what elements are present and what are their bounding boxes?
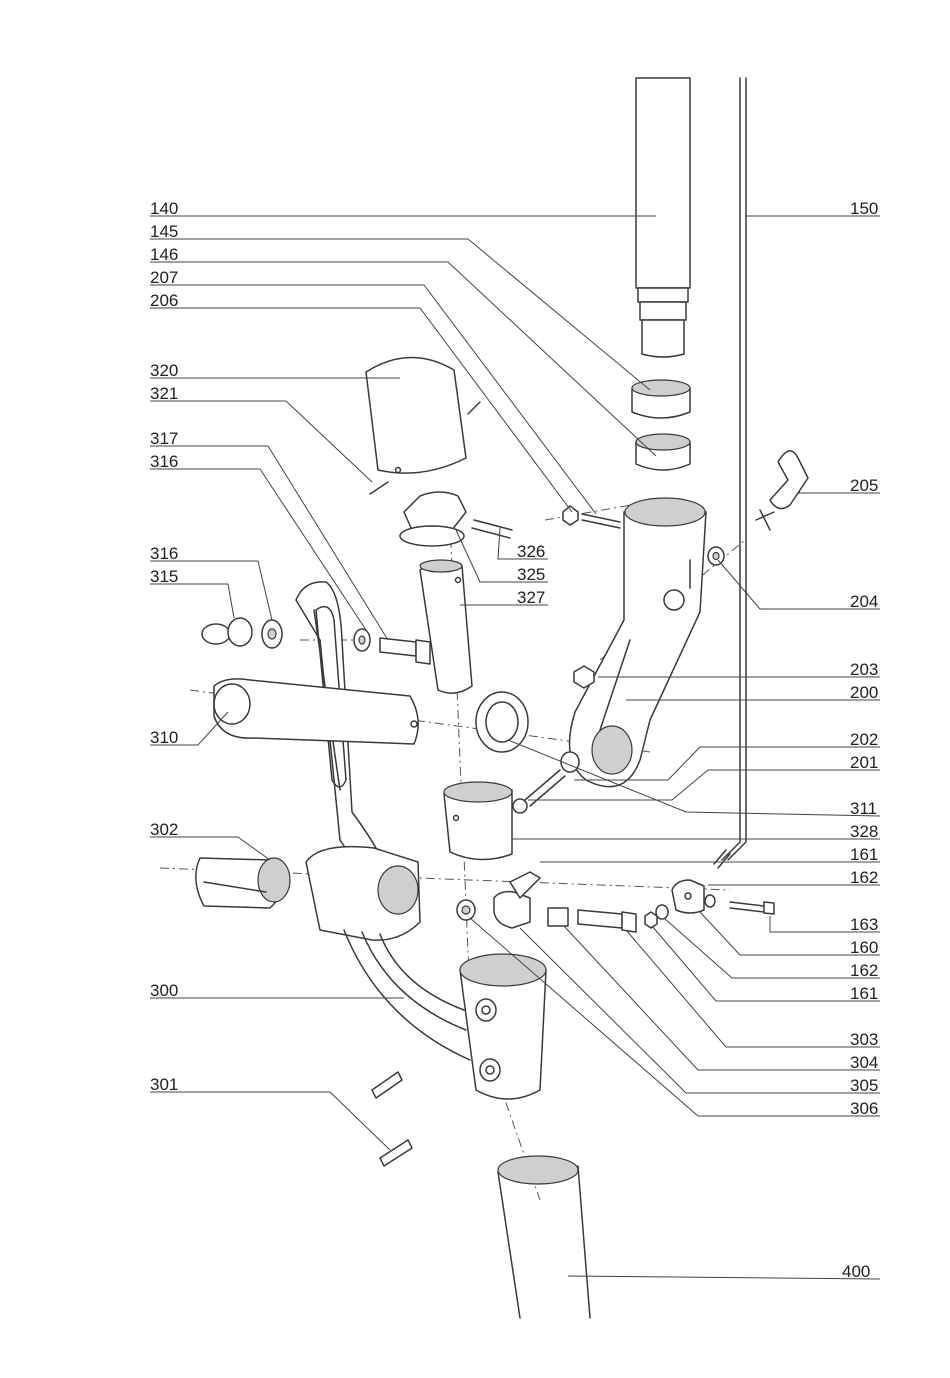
part-200-swivel-arm [570,498,706,787]
part-300-lower-socket [460,954,546,1099]
callout-320: 320 [150,361,178,380]
callout-205: 205 [850,476,878,495]
callout-325: 325 [517,565,545,584]
callout-140: 140 [150,199,178,218]
part-207-screw [582,514,620,528]
part-205-clamp-lever [756,451,808,530]
callout-145: 145 [150,222,178,241]
part-306-bushing [457,900,475,920]
callout-328: 328 [850,822,878,841]
part-301-setscrew [372,1072,412,1166]
callout-207: 207 [150,268,178,287]
callout-161-b: 161 [850,984,878,1003]
callout-162-b: 162 [850,961,878,980]
callout-304: 304 [850,1053,878,1072]
part-303-threaded-bolt [578,910,636,932]
callout-146: 146 [150,245,178,264]
callout-200: 200 [850,683,878,702]
callout-317: 317 [150,429,178,448]
callout-labels-left: 140 145 146 207 206 320 321 317 316 316 … [150,199,178,1094]
part-302-bushing [196,858,290,908]
callout-327: 327 [517,588,545,607]
callout-162-a: 162 [850,868,878,887]
part-327-shaft [420,560,472,693]
part-305-bevel-pinion [494,892,530,928]
callout-161-a: 161 [850,845,878,864]
callout-316-b: 316 [150,544,178,563]
part-161-nut [645,912,657,928]
part-206-nut [563,506,578,525]
part-311-spacer-ring [476,692,528,752]
callout-150: 150 [850,199,878,218]
callout-303: 303 [850,1030,878,1049]
callout-160: 160 [850,938,878,957]
callout-204: 204 [850,592,878,611]
part-326-bolt [472,520,512,538]
callout-311: 311 [850,799,877,818]
callout-305: 305 [850,1076,878,1095]
part-163-screw [730,902,774,914]
part-325-bevel-gear [400,492,466,546]
part-304-sleeve [548,908,568,926]
part-145-ring [632,380,690,418]
callout-326: 326 [517,542,545,561]
part-328-hub [444,782,512,860]
callout-316-a: 316 [150,452,178,471]
part-201-bolt [513,770,565,813]
callout-300: 300 [150,981,178,1000]
callout-315: 315 [150,567,178,586]
part-317-bolt [380,638,430,664]
callout-400: 400 [842,1262,870,1281]
part-310-pin [214,679,418,744]
callout-301: 301 [150,1075,178,1094]
part-204-washer [708,547,724,565]
callout-163: 163 [850,915,878,934]
callout-206: 206 [150,291,178,310]
part-320-cap [366,357,466,473]
callout-306: 306 [850,1099,878,1118]
callout-310: 310 [150,728,178,747]
part-146-ring [636,434,690,470]
part-140-upper-tube [636,78,690,357]
part-316-washer-outer [262,620,282,648]
part-150-cable [722,78,746,860]
callout-203: 203 [850,660,878,679]
callout-302: 302 [150,820,178,839]
callout-202: 202 [850,730,878,749]
callout-321: 321 [150,384,178,403]
callout-201: 201 [850,753,878,772]
part-315-eyebolt [202,618,252,646]
part-160-clamp-block [672,880,704,913]
part-400-lower-tube [498,1156,590,1318]
